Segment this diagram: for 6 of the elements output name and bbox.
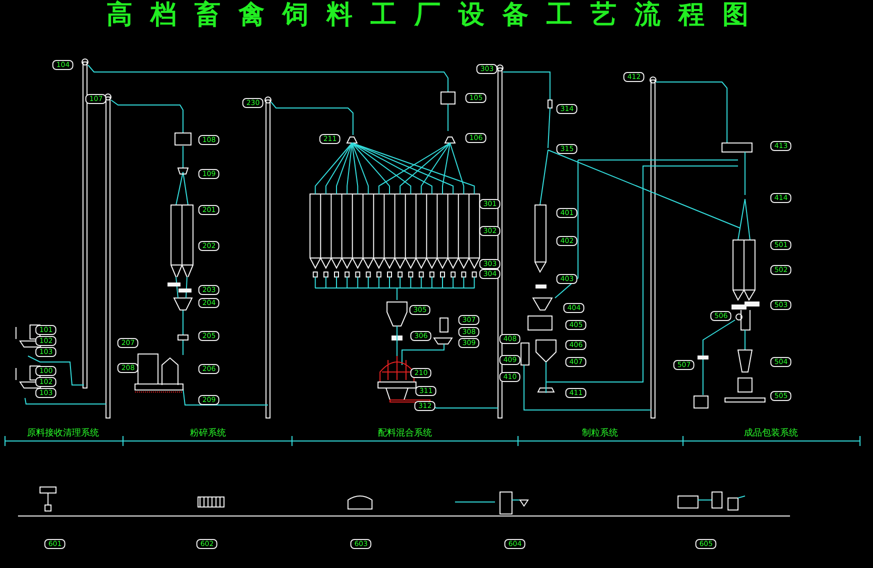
diagram-title: 高档畜禽饲料工厂设备工艺流程图 xyxy=(106,0,768,30)
section-label: 原料接收清理系统 xyxy=(25,426,101,440)
section-label: 制粒系统 xyxy=(580,426,620,440)
section-label: 成品包装系统 xyxy=(742,426,800,440)
section-label: 粉碎系统 xyxy=(188,426,228,440)
section-label: 配料混合系统 xyxy=(376,426,434,440)
